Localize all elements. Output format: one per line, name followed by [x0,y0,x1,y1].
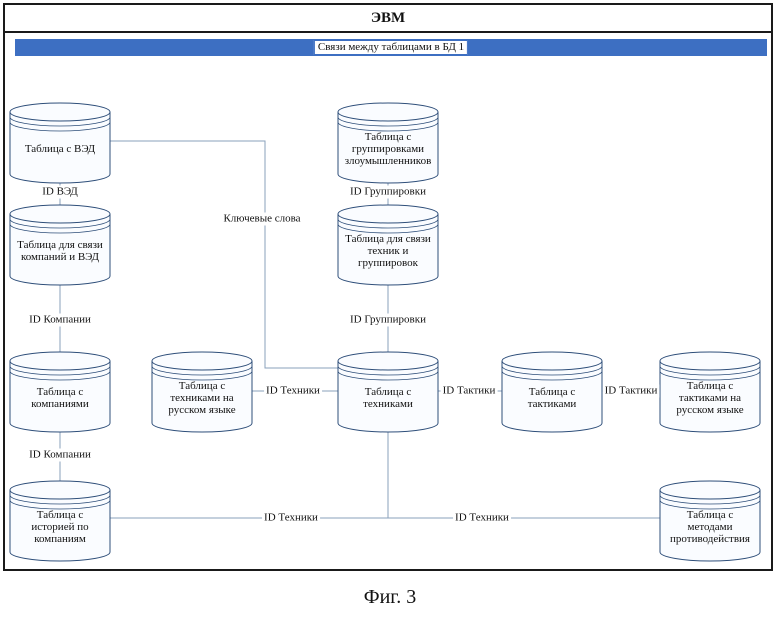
edge-label-tech_ru-techniques: ID Техники [264,385,322,398]
table-label-company_ved: Таблица для связи компаний и ВЭД [14,229,106,273]
cylinder-top [338,103,438,121]
edge-ved-techniques [110,141,338,368]
cylinder-top [660,481,760,499]
table-label-countermeasures: Таблица с методами противодействия [664,505,756,549]
edge-history-techniques [110,432,388,518]
cylinder-top [338,352,438,370]
table-label-ved: Таблица с ВЭД [14,127,106,171]
table-label-companies: Таблица с компаниями [14,376,106,420]
edge-label-ved-techniques: Ключевые слова [221,213,302,226]
cylinder-top [660,352,760,370]
cylinder-top [10,205,110,223]
cylinder-top [10,481,110,499]
table-label-groups: Таблица с группировками злоумышленников [342,127,434,171]
edge-label-history-techniques: ID Техники [262,512,320,525]
edge-label-techniques-countermeasures: ID Техники [453,512,511,525]
cylinder-top [152,352,252,370]
edge-label-companies-history: ID Компании [27,449,93,462]
table-label-tech_ru: Таблица с техниками на русском языке [156,376,248,420]
edge-label-company_ved-companies: ID Компании [27,314,93,327]
edge-label-tech_groups-techniques: ID Группировки [348,314,428,327]
cylinder-top [10,352,110,370]
figure-caption: Фиг. 3 [0,586,780,609]
table-label-tactics_ru: Таблица с тактиками на русском языке [664,376,756,420]
cylinder-top [338,205,438,223]
table-label-tactics: Таблица с тактиками [506,376,598,420]
cylinder-top [10,103,110,121]
table-label-tech_groups: Таблица для связи техник и группировок [342,229,434,273]
edge-label-tactics-tactics_ru: ID Тактики [603,385,660,398]
edge-label-groups-tech_groups: ID Группировки [348,186,428,199]
edge-label-techniques-tactics: ID Тактики [441,385,498,398]
edge-label-ved-company_ved: ID ВЭД [40,186,80,199]
table-label-history: Таблица с историей по компаниям [14,505,106,549]
cylinder-top [502,352,602,370]
table-label-techniques: Таблица с техниками [342,376,434,420]
